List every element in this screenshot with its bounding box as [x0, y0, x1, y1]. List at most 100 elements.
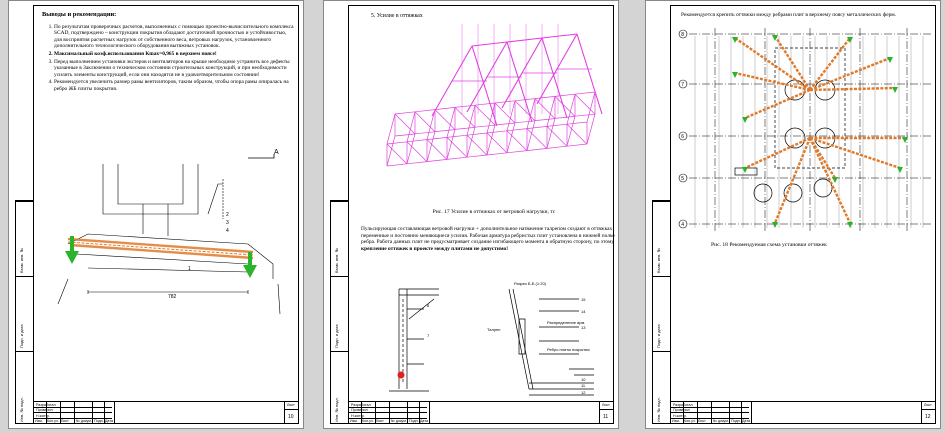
- anchor-arrow: [832, 177, 838, 183]
- stamp-label: Н.контр.: [351, 413, 365, 418]
- truss-member: [446, 129, 456, 160]
- stamp-col: Лист: [376, 418, 384, 423]
- guy-wire: [808, 137, 837, 179]
- callout-number: 12: [581, 390, 586, 395]
- truss-member: [394, 133, 416, 137]
- callout-label: Распределение арм.: [547, 320, 585, 325]
- stamp-col: Подп.: [94, 418, 104, 423]
- list-item: Перед выполнением установки экстеров и в…: [54, 59, 294, 79]
- axis-bubble: [678, 219, 688, 229]
- truss-member: [446, 137, 468, 158]
- guy-wire: [744, 88, 811, 120]
- side-stamp-label: Инв. № подл.: [656, 397, 661, 422]
- truss-member: [426, 159, 448, 162]
- truss-member: [554, 96, 576, 117]
- truss-member: [471, 45, 498, 127]
- page-frame: 5. Усилие в оттяжках Рис. 17 Усилие в от…: [348, 5, 615, 424]
- anchor-arrow: [902, 137, 908, 143]
- recommendations-list: По результатам проверочных расчетов, вып…: [42, 24, 294, 93]
- truss-member: [574, 113, 596, 117]
- truss-member: [486, 102, 496, 134]
- callout-number: 15: [581, 297, 586, 302]
- sheet-label: Лист: [602, 403, 610, 407]
- title-block: Разработал Проверил Н.контр. Изм. Кол.уч…: [34, 401, 298, 423]
- truss-member: [506, 37, 543, 43]
- truss-member: [386, 113, 396, 145]
- anchor-arrow: [897, 167, 903, 173]
- truss-member: [386, 135, 396, 167]
- truss-member: [546, 96, 556, 127]
- stamp-col: Кол.уч.: [362, 418, 374, 423]
- figure-caption: Рис. 18 Рекомендуемая схема установки от…: [711, 242, 827, 248]
- list-item: Максимальный коэф.использования Кmax=0,9…: [54, 51, 294, 58]
- truss-member: [494, 122, 516, 126]
- truss-member: [466, 105, 476, 136]
- anchor-arrow: [732, 72, 738, 78]
- stamp-col: Дата: [420, 418, 428, 423]
- side-stamp: Взам. инв. № Подп. и дата Инв. № подл.: [15, 200, 34, 424]
- stamp-label: Н.контр.: [673, 413, 687, 418]
- axis-label: 8: [681, 32, 684, 38]
- anchor-arrow: [892, 87, 898, 93]
- section-heading: Выводы и рекомендации:: [42, 11, 117, 18]
- truss-member: [434, 109, 456, 130]
- side-stamp-label: Подп. и дата: [656, 324, 661, 348]
- truss-member: [526, 128, 548, 149]
- truss-member: [426, 137, 448, 140]
- truss-member: [506, 122, 516, 153]
- truss-member: [546, 118, 556, 149]
- axis-label: 7: [681, 82, 684, 88]
- truss-member: [414, 111, 436, 133]
- document-page-12: Взам. инв. № Подп. и дата Инв. № подл. Р…: [645, 0, 941, 429]
- guy-wire: [809, 37, 851, 91]
- document-page-11: Взам. инв. № Подп. и дата Инв. № подл. 5…: [323, 0, 619, 429]
- truss-member: [466, 154, 488, 158]
- truss-member: [474, 102, 496, 106]
- truss-member: [406, 133, 416, 164]
- anchor-arrow: [742, 167, 748, 173]
- axis-bubble: [678, 131, 688, 141]
- section-mark: А: [274, 149, 279, 156]
- callout-label: Ребро плиты покрытия: [547, 347, 590, 352]
- truss-member: [586, 113, 596, 145]
- guy-wire: [808, 137, 852, 224]
- guy-wire: [809, 56, 891, 92]
- truss-member: [506, 100, 516, 131]
- side-stamp: Взам. инв. № Подп. и дата Инв. № подл.: [652, 200, 671, 424]
- page-number: 11: [603, 414, 609, 420]
- section-heading: 5. Усилие в оттяжках: [371, 13, 423, 19]
- truss-member: [474, 124, 496, 128]
- truss-member: [566, 123, 588, 145]
- side-stamp-label: Взам. инв. №: [656, 248, 661, 273]
- sheet-label: Лист: [924, 403, 932, 407]
- frame-support-drawing: 782 2 3 4 1 А: [57, 149, 281, 315]
- stamp-col: Изм.: [350, 418, 358, 423]
- stamp-label: Проверил: [673, 408, 690, 412]
- truss-member: [526, 148, 548, 151]
- mark-label: 3: [226, 220, 229, 226]
- truss-member: [454, 104, 476, 108]
- stamp-col: Кол.уч.: [47, 418, 59, 423]
- truss-member: [506, 128, 528, 132]
- axis-bubble: [678, 173, 688, 183]
- stamp-label: Н.контр.: [36, 413, 50, 418]
- list-item: Рекомендуется увеличить размер рамы вент…: [54, 79, 294, 92]
- truss-member: [534, 96, 556, 99]
- side-stamp-label: Подп. и дата: [19, 324, 24, 348]
- callout-number: 8: [427, 303, 430, 308]
- mark-label: 1: [188, 266, 191, 272]
- truss-member: [546, 123, 568, 127]
- axis-bubble: [678, 79, 688, 89]
- truss-member: [454, 107, 476, 128]
- axis-label: 4: [681, 222, 684, 228]
- truss-member: [546, 145, 568, 149]
- truss-member: [574, 93, 596, 115]
- stamp-col: № докум.: [76, 418, 92, 423]
- truss-member: [426, 109, 436, 140]
- truss-member: [486, 152, 508, 156]
- truss-member: [466, 134, 488, 156]
- truss-member: [526, 98, 536, 129]
- truss-member: [386, 143, 408, 165]
- page-number: 10: [288, 414, 294, 420]
- truss-member: [566, 121, 588, 125]
